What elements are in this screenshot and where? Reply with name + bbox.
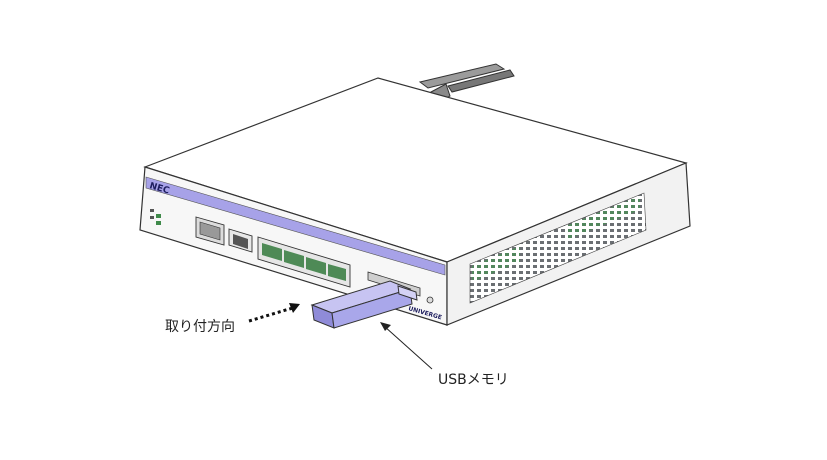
side-vent-green-2	[566, 196, 640, 240]
usb-memory-stick	[310, 280, 418, 329]
insert-direction-arrowhead	[289, 303, 300, 313]
console-port-inner	[199, 221, 221, 241]
insert-direction-label: 取り付方向	[165, 319, 235, 335]
usb-memory-label: USBメモリ	[438, 372, 509, 388]
ethernet-port-block	[257, 236, 351, 288]
insert-direction-arrow	[248, 305, 297, 323]
front-accent-strip	[145, 176, 446, 276]
side-vent-green	[472, 246, 520, 282]
status-leds	[150, 209, 161, 225]
ethernet-port-single-jack	[233, 234, 248, 249]
rear-bracket	[418, 63, 515, 105]
front-screw	[426, 296, 434, 304]
usb-callout-line	[383, 325, 433, 370]
usb-callout-arrowhead	[380, 322, 391, 331]
